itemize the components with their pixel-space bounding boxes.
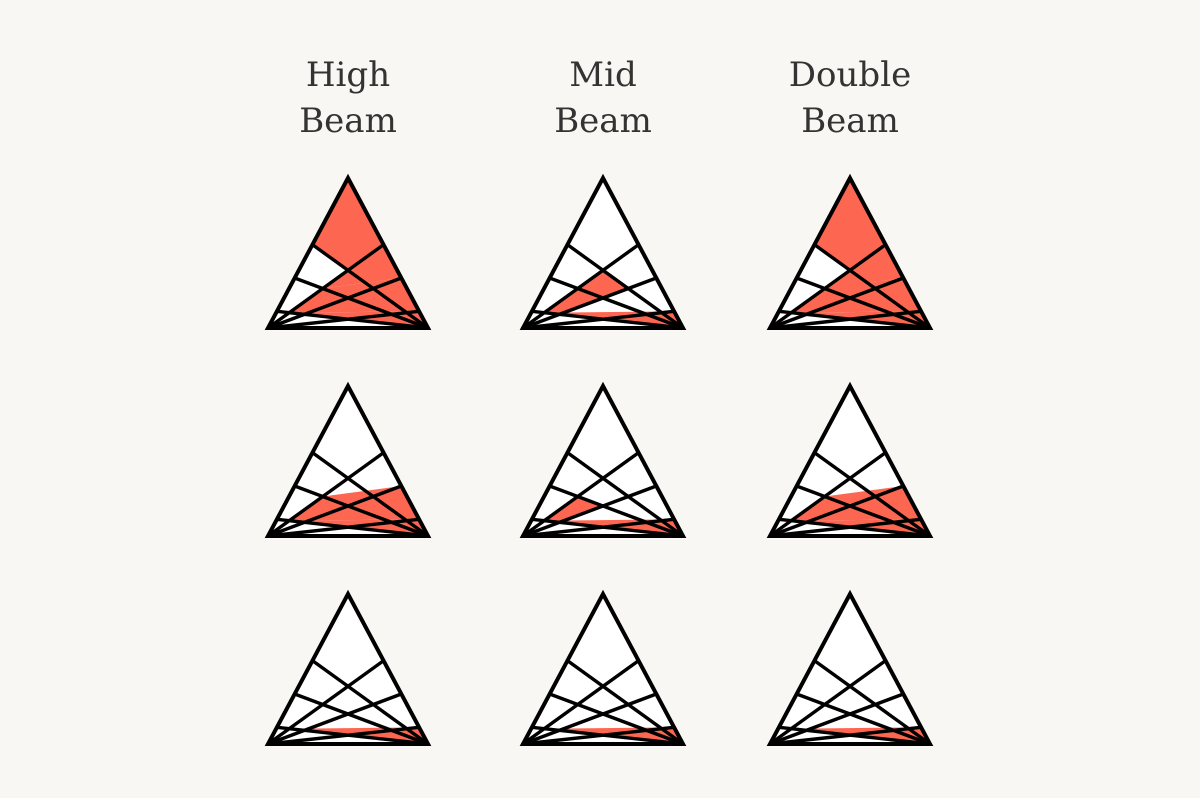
highlight-region-center-right	[544, 288, 603, 315]
column-title-high-beam: High Beam	[218, 52, 478, 144]
beam-line-right-3	[768, 309, 923, 330]
highlight-region-apex	[814, 178, 886, 271]
beam-line-right-1	[768, 658, 888, 746]
highlight-region-right-upper	[824, 244, 904, 289]
beam-line-right-2	[521, 484, 659, 538]
beam-lines	[266, 242, 430, 330]
beam-triangle-r2-c1	[264, 381, 432, 538]
triangle-outline	[264, 589, 432, 746]
beam-line-left-2	[794, 692, 932, 746]
beam-line-right-3	[266, 309, 421, 330]
triangle-outline	[264, 381, 432, 538]
column-title-line1: High	[305, 55, 391, 95]
beam-line-right-3	[521, 309, 676, 330]
beam-line-right-3	[266, 517, 421, 538]
beam-line-right-2	[768, 276, 906, 330]
triangle-base	[770, 594, 930, 744]
beam-line-left-2	[547, 276, 685, 330]
beam-lines	[266, 450, 430, 538]
beam-line-right-3	[768, 725, 923, 746]
column-title-line1: Double	[788, 55, 912, 95]
beam-triangle-r2-c3	[766, 381, 934, 538]
beam-lines	[768, 450, 932, 538]
beam-line-left-2	[547, 484, 685, 538]
beam-lines	[266, 658, 430, 746]
triangle-base	[268, 594, 428, 744]
highlight-region-apex	[312, 178, 384, 271]
beam-line-right-1	[521, 242, 641, 330]
column-title-double-beam: Double Beam	[720, 52, 980, 144]
beam-line-right-1	[768, 242, 888, 330]
beam-lines	[768, 658, 932, 746]
beam-triangle-r1-c2	[519, 173, 687, 330]
beam-lines	[521, 242, 685, 330]
beam-line-right-1	[266, 658, 386, 746]
beam-line-right-2	[266, 276, 404, 330]
triangle-outline	[519, 173, 687, 330]
highlight-region-center-right	[544, 496, 603, 523]
beam-line-left-2	[794, 484, 932, 538]
beam-line-left-2	[292, 276, 430, 330]
triangle-outline	[766, 589, 934, 746]
beam-triangle-r3-c2	[519, 589, 687, 746]
beam-line-right-2	[768, 484, 906, 538]
beam-line-right-1	[266, 242, 386, 330]
triangle-base	[523, 178, 683, 328]
triangle-outline	[766, 381, 934, 538]
highlight-region-right-upper	[322, 244, 402, 289]
beam-line-left-2	[292, 692, 430, 746]
beam-triangle-r1-c1	[264, 173, 432, 330]
triangle-outline	[519, 589, 687, 746]
column-title-mid-beam: Mid Beam	[473, 52, 733, 144]
beam-line-right-1	[521, 658, 641, 746]
beam-line-right-3	[266, 725, 421, 746]
column-title-line1: Mid	[569, 55, 637, 95]
triangle-base	[523, 386, 683, 536]
column-title-line2: Beam	[299, 101, 397, 141]
beam-triangle-r1-c3	[766, 173, 934, 330]
beam-lines	[768, 242, 932, 330]
beam-triangle-r2-c2	[519, 381, 687, 538]
triangle-outline	[766, 173, 934, 330]
beam-line-right-2	[266, 484, 404, 538]
beam-line-right-2	[266, 692, 404, 746]
beam-line-right-3	[768, 517, 923, 538]
beam-lines	[521, 658, 685, 746]
column-title-line2: Beam	[801, 101, 899, 141]
beam-line-right-1	[521, 450, 641, 538]
beam-line-right-1	[768, 450, 888, 538]
column-title-line2: Beam	[554, 101, 652, 141]
beam-triangle-r3-c1	[264, 589, 432, 746]
beam-line-left-2	[292, 484, 430, 538]
beam-line-right-3	[521, 725, 676, 746]
beam-line-right-1	[266, 450, 386, 538]
highlight-region-center-upper	[577, 270, 629, 298]
triangle-base	[523, 594, 683, 744]
beam-line-right-2	[521, 276, 659, 330]
triangle-outline	[264, 173, 432, 330]
triangle-outline	[519, 381, 687, 538]
beam-line-right-2	[768, 692, 906, 746]
beam-lines	[521, 450, 685, 538]
beam-line-left-2	[547, 692, 685, 746]
beam-line-right-2	[521, 692, 659, 746]
beam-line-left-2	[794, 276, 932, 330]
beam-triangle-r3-c3	[766, 589, 934, 746]
beam-line-right-3	[521, 517, 676, 538]
